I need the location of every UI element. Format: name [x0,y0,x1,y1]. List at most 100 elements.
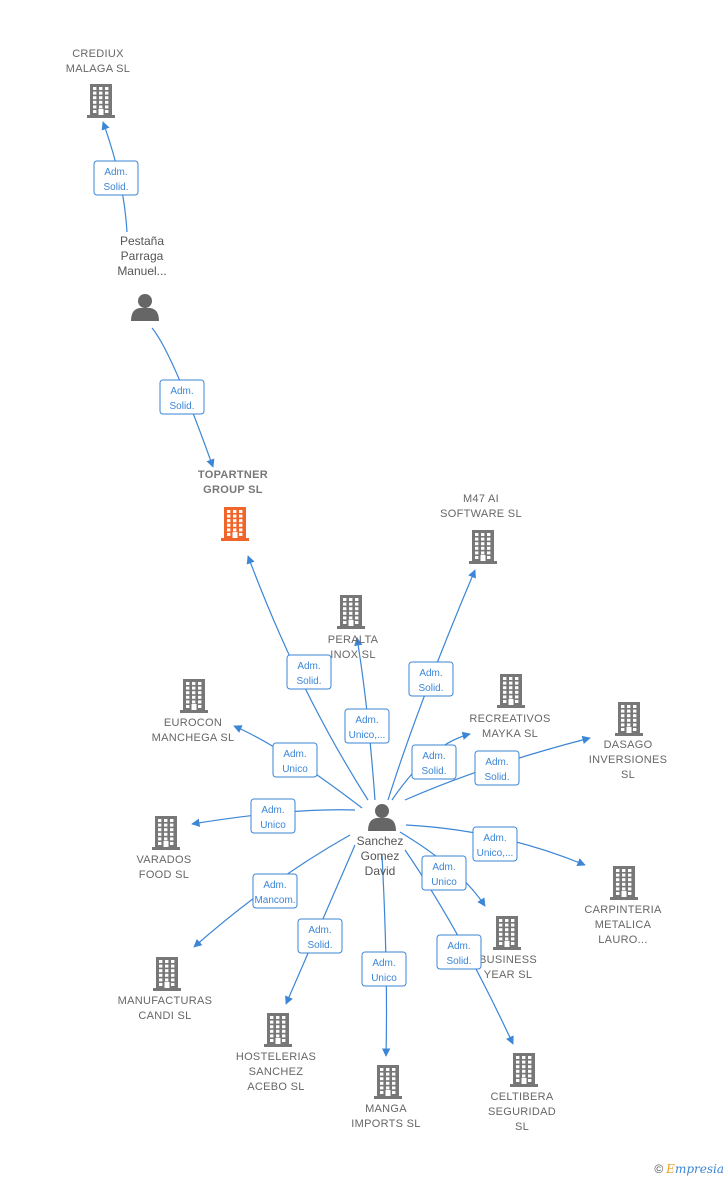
building-icon [153,957,181,991]
edge-label-text: Adm. [308,925,331,936]
edge-label-sanchez-to-carpinteria[interactable]: Adm.Unico,... [472,826,518,862]
node-varados[interactable]: VARADOS FOOD SL [136,816,191,881]
edge-label-text: Adm. [432,862,455,873]
node-label: SL [515,1121,529,1133]
edge-label-box [286,654,332,690]
edge-label-box [411,744,457,780]
edge-label-sanchez-to-manga[interactable]: Adm.Unico [361,951,407,987]
node-label: EUROCON [164,717,222,729]
edge-label-text: Adm. [170,386,193,397]
building-icon [264,1013,292,1047]
node-label: TOPARTNER [198,469,268,481]
node-label: YEAR SL [484,969,533,981]
building-icon [493,916,521,950]
edge-label-text: Solid. [103,182,128,193]
node-celtibera[interactable]: CELTIBERA SEGURIDAD SL [488,1053,556,1133]
node-pestana[interactable]: PestañaParragaManuel... [117,234,167,321]
node-label: DASAGO [604,739,653,751]
edge-label-box [297,918,343,954]
edge-label-text: Adm. [422,751,445,762]
edge-label-text: Unico,... [349,730,386,741]
edge-label-box [474,750,520,786]
building-icon [469,530,497,564]
edge-label-box [436,934,482,970]
edge-label-sanchez-to-manufacturas[interactable]: Adm.Mancom. [252,873,298,909]
edge-label-text: Unico [371,973,397,984]
edge-label-sanchez-to-celtibera[interactable]: Adm.Solid. [436,934,482,970]
node-topartner[interactable]: TOPARTNER GROUP SL [198,469,268,541]
building-icon [180,679,208,713]
node-m47[interactable]: M47 AI SOFTWARE SL [440,493,522,564]
footer-brand[interactable]: ©Empresia [654,1162,724,1176]
edge-label-sanchez-to-peralta[interactable]: Adm.Unico,... [344,708,390,744]
node-label: CELTIBERA [490,1091,553,1103]
edge-label-box [159,379,205,415]
node-eurocon[interactable]: EUROCON MANCHEGA SL [152,679,235,744]
edge-label-pestana-to-topartner[interactable]: Adm. Solid. [159,379,205,415]
edge-label-text: Adm. [485,757,508,768]
node-label: RECREATIVOS [469,713,550,725]
building-icon [610,866,638,900]
edge-label-sanchez-to-hostelerias[interactable]: Adm.Solid. [297,918,343,954]
node-label: SEGURIDAD [488,1106,556,1118]
edge-label-text: Adm. [297,661,320,672]
edge-label-text: Adm. [261,805,284,816]
edges-layer [101,121,591,1057]
node-label: INOX SL [330,649,376,661]
edge-label-box [408,661,454,697]
building-icon [615,702,643,736]
node-label: Pestaña [120,234,164,248]
person-icon [368,804,396,831]
edge-label-sanchez-to-varados[interactable]: Adm.Unico [250,798,296,834]
building-icon [497,674,525,708]
edge-label-sanchez-to-eurocon[interactable]: Adm.Unico [272,742,318,778]
edge-label-sanchez-to-topartner[interactable]: Adm.Solid. [286,654,332,690]
node-label: LAURO... [598,934,647,946]
node-label: MANCHEGA SL [152,732,235,744]
edge-label-pestana-to-crediux[interactable]: Adm.Solid. [93,160,139,196]
building-icon [337,595,365,629]
node-label: CARPINTERIA [584,904,662,916]
edge-label-sanchez-to-m47[interactable]: Adm. Solid. [408,661,454,697]
node-carpinteria[interactable]: CARPINTERIAMETALICALAURO... [584,866,662,946]
building-icon [374,1065,402,1099]
node-label: M47 AI [463,493,499,505]
building-icon [221,507,249,541]
node-label: Manuel... [117,264,166,278]
edge-label-text: Solid. [169,401,194,412]
node-label: SL [621,769,635,781]
node-label: SOFTWARE SL [440,508,522,520]
node-recreativos[interactable]: RECREATIVOS MAYKA SL [469,674,550,740]
edge-label-sanchez-to-business[interactable]: Adm. Unico [421,855,467,891]
node-label: IMPORTS SL [351,1118,420,1130]
node-label: MAYKA SL [482,728,538,740]
node-label: HOSTELERIAS [236,1051,316,1063]
edge-label-text: Adm. [283,749,306,760]
edge-label-text: Unico [431,877,457,888]
node-label: ACEBO SL [247,1081,304,1093]
node-label: GROUP SL [203,484,263,496]
edge-label-box [421,855,467,891]
node-label: Gomez [361,849,400,863]
edge-label-text: Solid. [418,683,443,694]
edge-label-box [344,708,390,744]
node-label: VARADOS [136,854,191,866]
edge-label-box [361,951,407,987]
node-label: FOOD SL [139,869,189,881]
edge-label-sanchez-to-dasago[interactable]: Adm.Solid. [474,750,520,786]
building-icon [510,1053,538,1087]
edge-label-sanchez-to-recreativos[interactable]: Adm. Solid. [411,744,457,780]
edge-label-text: Solid. [421,766,446,777]
empresia-logo: Empresia [666,1162,724,1176]
edge-label-box [252,873,298,909]
edge-label-text: Adm. [419,668,442,679]
